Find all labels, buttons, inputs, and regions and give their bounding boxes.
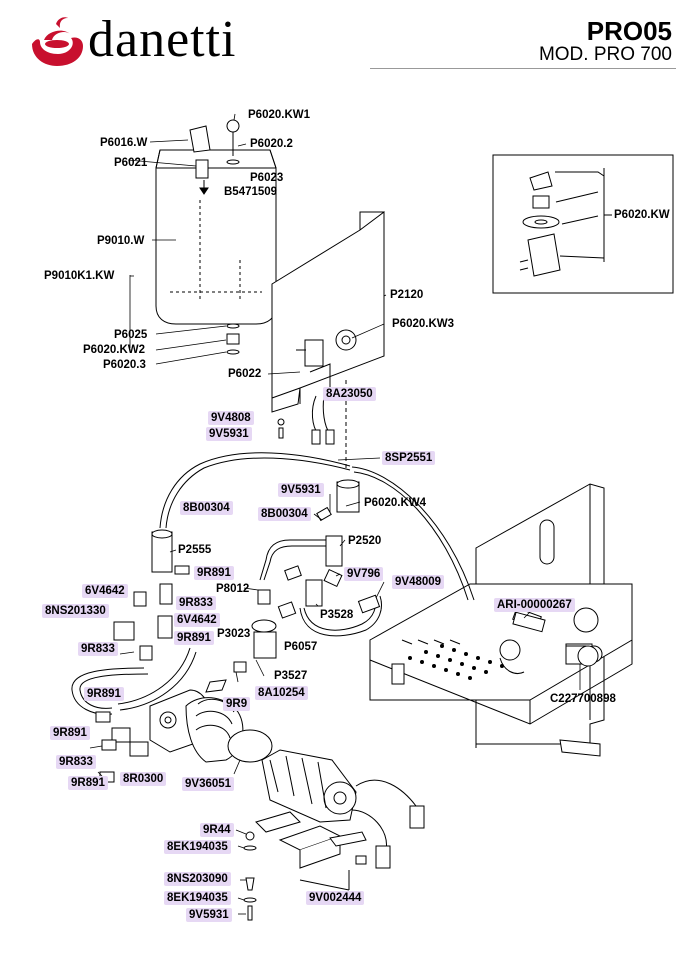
part-label-p8012: P8012 [216,583,250,595]
part-label-p6020-kw: P6020.KW [614,209,670,221]
part-label-p6020-kw3: P6020.KW3 [392,318,455,330]
valve-and-pump-assembly [95,479,599,921]
part-label-9r891-c: 9R891 [84,687,124,701]
water-tank [155,119,277,355]
part-label-9r44: 9R44 [200,823,234,837]
part-label-9v5931-top: 9V5931 [206,427,252,441]
part-label-9v36051: 9V36051 [182,777,235,791]
part-label-p2120: P2120 [390,289,424,301]
part-label-9v796: 9V796 [344,567,384,581]
part-label-8a23050: 8A23050 [323,387,376,401]
part-label-b5471509: B5471509 [224,186,278,198]
screw-group-top [277,418,285,439]
part-label-p2520: P2520 [348,535,382,547]
part-label-9r891-b: 9R891 [174,631,214,645]
part-label-9r833-a: 9R833 [176,596,216,610]
part-label-6v4642-b: 6V4642 [174,613,220,627]
part-label-p9010k1-kw: P9010K1.KW [44,270,115,282]
part-label-p6022: P6022 [228,368,262,380]
model-header: PRO05 MOD. PRO 700 [538,16,672,66]
part-label-8a10254: 8A10254 [255,686,308,700]
part-label-8ek194035-b: 8EK194035 [164,891,231,905]
part-label-p6020-kw4: P6020.KW4 [364,497,427,509]
part-label-p6023: P6023 [250,172,284,184]
part-label-9r833-b: 9R833 [78,642,118,656]
part-label-9r891-e: 9R891 [68,776,108,790]
part-label-8b00304-mid: 8B00304 [258,507,311,521]
part-label-p6020-2: P6020.2 [250,138,293,150]
part-label-p3527: P3527 [274,670,308,682]
leader-lines [89,113,581,915]
part-label-p6025: P6025 [114,329,148,341]
part-label-8r0300: 8R0300 [120,772,167,786]
machine-frame [369,483,633,757]
part-label-p6020-3: P6020.3 [103,359,146,371]
part-label-6v4642-a: 6V4642 [82,584,128,598]
part-label-p6016-w: P6016.W [100,137,148,149]
danetti-swirl-logo-icon [32,17,83,66]
part-label-9r891-d: 9R891 [50,726,90,740]
part-label-p2555: P2555 [178,544,212,556]
part-label-8ns201330: 8NS201330 [42,604,109,618]
part-label-p6057: P6057 [284,641,318,653]
part-label-9v48009: 9V48009 [392,575,445,589]
part-label-8ns203090: 8NS203090 [164,872,231,886]
part-label-p6020-kw1: P6020.KW1 [248,109,311,121]
part-label-9r9: 9R9 [223,697,251,711]
part-label-8b00304-top: 8B00304 [180,501,233,515]
part-label-8ek194035-a: 8EK194035 [164,840,231,854]
brand-name: danetti [88,11,237,68]
part-label-9v5931-bottom: 9V5931 [186,908,232,922]
part-label-p9010-w: P9010.W [97,235,145,247]
part-label-9v002444: 9V002444 [306,891,365,905]
model-code: PRO05 [586,16,672,46]
part-label-8sp2551: 8SP2551 [382,451,436,465]
part-label-c227700898: C227700898 [550,693,616,705]
part-label-p3023: P3023 [217,628,251,640]
part-label-9v5931-mid: 9V5931 [278,483,324,497]
part-label-9r833-c: 9R833 [56,755,96,769]
part-label-9v4808: 9V4808 [208,411,254,425]
part-label-9r891-a: 9R891 [194,566,234,580]
tank-support-plate [271,211,385,470]
part-label-p3528: P3528 [320,609,354,621]
part-label-p6020-kw2: P6020.KW2 [83,344,146,356]
part-label-ari-00000267: ARI-00000267 [494,598,575,612]
inset-detail-box [492,154,674,294]
part-label-p6021: P6021 [114,157,148,169]
header-divider [370,68,676,69]
tubing [71,452,475,715]
model-name: MOD. PRO 700 [538,44,672,66]
